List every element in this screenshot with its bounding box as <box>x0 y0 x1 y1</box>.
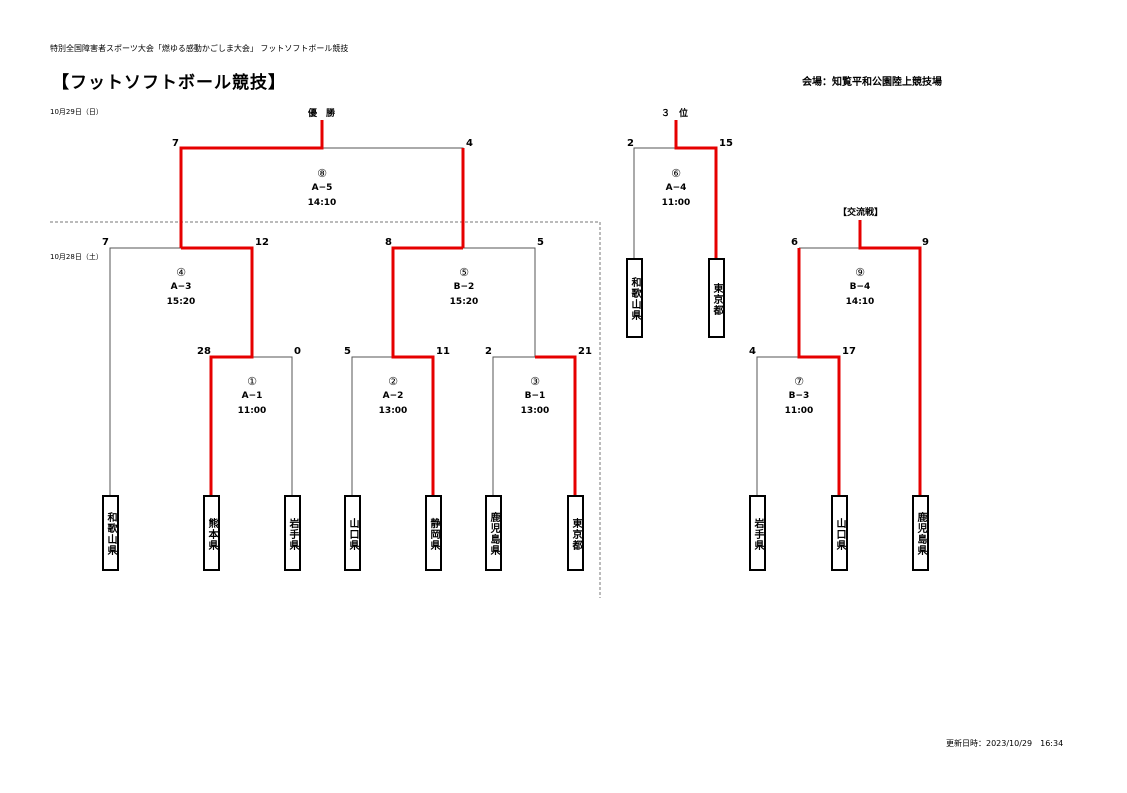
page-title: 【フットソフトボール競技】 <box>52 73 286 93</box>
team-box: 和歌山県 <box>626 258 643 338</box>
score: 9 <box>922 237 929 248</box>
match-time: 14:10 <box>845 297 875 307</box>
team-box: 鹿児島県 <box>912 495 929 571</box>
bracket-line <box>492 356 535 495</box>
score: 11 <box>436 346 450 357</box>
bracket-line <box>109 247 181 495</box>
team-box: 和歌山県 <box>102 495 119 571</box>
match-info-1: ① A−1 11:00 <box>222 374 282 419</box>
match-time: 11:00 <box>237 406 267 416</box>
match-number: ② <box>388 375 398 388</box>
match-info-5: ⑤ B−2 15:20 <box>434 265 494 310</box>
match-number: ⑨ <box>855 266 865 279</box>
champion-label: 優 勝 <box>308 109 336 119</box>
bracket-line <box>351 356 393 495</box>
match-info-8: ⑧ A−5 14:10 <box>292 166 352 211</box>
team-box: 熊本県 <box>203 495 220 571</box>
score: 8 <box>385 237 392 248</box>
team-box: 山口県 <box>831 495 848 571</box>
match-number: ⑥ <box>671 167 681 180</box>
team-box: 岩手県 <box>284 495 301 571</box>
score: 4 <box>749 346 756 357</box>
match-number: ⑦ <box>794 375 804 388</box>
match-number: ④ <box>176 266 186 279</box>
score: 15 <box>719 138 733 149</box>
score: 7 <box>102 237 109 248</box>
match-time: 14:10 <box>307 198 337 208</box>
score: 2 <box>485 346 492 357</box>
match-info-4: ④ A−3 15:20 <box>151 265 211 310</box>
match-code: A−5 <box>311 183 333 193</box>
winner-line <box>535 355 577 495</box>
score: 21 <box>578 346 592 357</box>
third-place-label: ３ 位 <box>661 109 689 119</box>
match-code: A−2 <box>382 391 404 401</box>
match-time: 11:00 <box>661 198 691 208</box>
match-number: ⑧ <box>317 167 327 180</box>
team-box: 鹿児島県 <box>485 495 502 571</box>
match-info-9: ⑨ B−4 14:10 <box>830 265 890 310</box>
score: 17 <box>842 346 856 357</box>
date-day2: 10月29日（日） <box>50 108 103 116</box>
match-info-7: ⑦ B−3 11:00 <box>769 374 829 419</box>
match-number: ① <box>247 375 257 388</box>
exchange-match-label: 【交流戦】 <box>838 208 884 218</box>
score: 7 <box>172 138 179 149</box>
bracket-line <box>463 247 536 357</box>
match-number: ③ <box>530 375 540 388</box>
winner-line <box>674 120 718 258</box>
page-caption: 特別全国障害者スポーツ大会「燃ゆる感動かごしま大会」 フットソフトボール競技 <box>50 44 349 53</box>
bracket-line <box>252 356 293 495</box>
match-code: A−4 <box>665 183 687 193</box>
score: 5 <box>537 237 544 248</box>
score: 5 <box>344 346 351 357</box>
venue: 会場：知覧平和公園陸上競技場 <box>802 77 942 88</box>
winner-line <box>179 120 324 248</box>
winner-line <box>858 220 922 495</box>
match-code: B−3 <box>788 391 810 401</box>
match-time: 15:20 <box>449 297 479 307</box>
match-time: 13:00 <box>520 406 550 416</box>
team-box: 山口県 <box>344 495 361 571</box>
score: 2 <box>627 138 634 149</box>
winner-line <box>797 248 841 495</box>
team-box: 東京都 <box>708 258 725 338</box>
bracket-line <box>633 147 676 258</box>
bracket-line <box>756 356 799 495</box>
match-time: 15:20 <box>166 297 196 307</box>
match-code: B−1 <box>524 391 546 401</box>
match-time: 13:00 <box>378 406 408 416</box>
match-info-3: ③ B−1 13:00 <box>505 374 565 419</box>
match-info-2: ② A−2 13:00 <box>363 374 423 419</box>
updated-timestamp: 更新日時：2023/10/29 16:34 <box>946 739 1064 748</box>
score: 4 <box>466 138 473 149</box>
team-box: 東京都 <box>567 495 584 571</box>
team-box: 岩手県 <box>749 495 766 571</box>
match-info-6: ⑥ A−4 11:00 <box>646 166 706 211</box>
score: 28 <box>197 346 211 357</box>
winner-line <box>181 246 254 495</box>
match-code: B−4 <box>849 282 871 292</box>
match-code: A−3 <box>170 282 192 292</box>
match-code: B−2 <box>453 282 475 292</box>
date-day1: 10月28日（土） <box>50 253 103 261</box>
score: 12 <box>255 237 269 248</box>
score: 0 <box>294 346 301 357</box>
score: 6 <box>791 237 798 248</box>
match-number: ⑤ <box>459 266 469 279</box>
match-code: A−1 <box>241 391 263 401</box>
match-time: 11:00 <box>784 406 814 416</box>
team-box: 静岡県 <box>425 495 442 571</box>
winner-line <box>391 246 463 495</box>
